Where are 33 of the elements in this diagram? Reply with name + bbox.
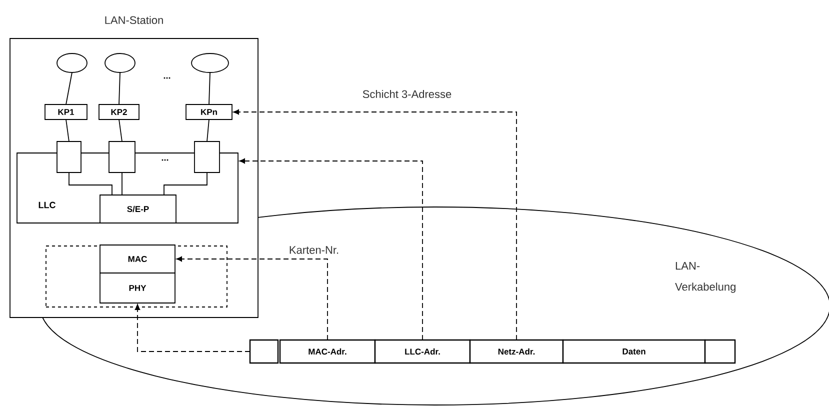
connector-line (208, 72, 210, 105)
layer-box: PHY (100, 272, 176, 304)
ellipsis: ... (164, 77, 170, 79)
connector-line (164, 172, 208, 196)
frame-field (249, 339, 279, 364)
connector-line (206, 119, 210, 142)
edge-label: Schicht 3-Adresse (361, 88, 453, 100)
layer-box: KP1 (44, 104, 88, 120)
frame-field: Netz-Adr. (469, 339, 564, 364)
edge-label: Karten-Nr. (288, 245, 340, 255)
frame-field (704, 339, 736, 364)
dashed-arrow (233, 109, 517, 340)
layer-box: MAC (100, 244, 176, 274)
connector-line (118, 72, 120, 105)
connector-line (66, 72, 72, 105)
dashed-arrow (134, 304, 250, 352)
ellipse (104, 53, 136, 73)
layer-box (108, 141, 136, 173)
layer-box: KP2 (98, 104, 140, 120)
connector-line (68, 172, 112, 196)
dashed-arrow (176, 256, 328, 340)
ellipsis: ... (162, 159, 168, 161)
layer-box: KPn (186, 104, 232, 120)
dashed-arrow (239, 158, 423, 340)
node-label: LAN-Station (105, 16, 163, 24)
frame-field: LLC-Adr. (374, 339, 471, 364)
connector-line (118, 119, 122, 142)
ellipse (191, 53, 229, 73)
ellipse (56, 53, 88, 73)
layer-box (194, 141, 220, 173)
layer-box (56, 141, 82, 173)
layer-box: S/E-P (100, 194, 176, 224)
connector-line (66, 119, 70, 142)
